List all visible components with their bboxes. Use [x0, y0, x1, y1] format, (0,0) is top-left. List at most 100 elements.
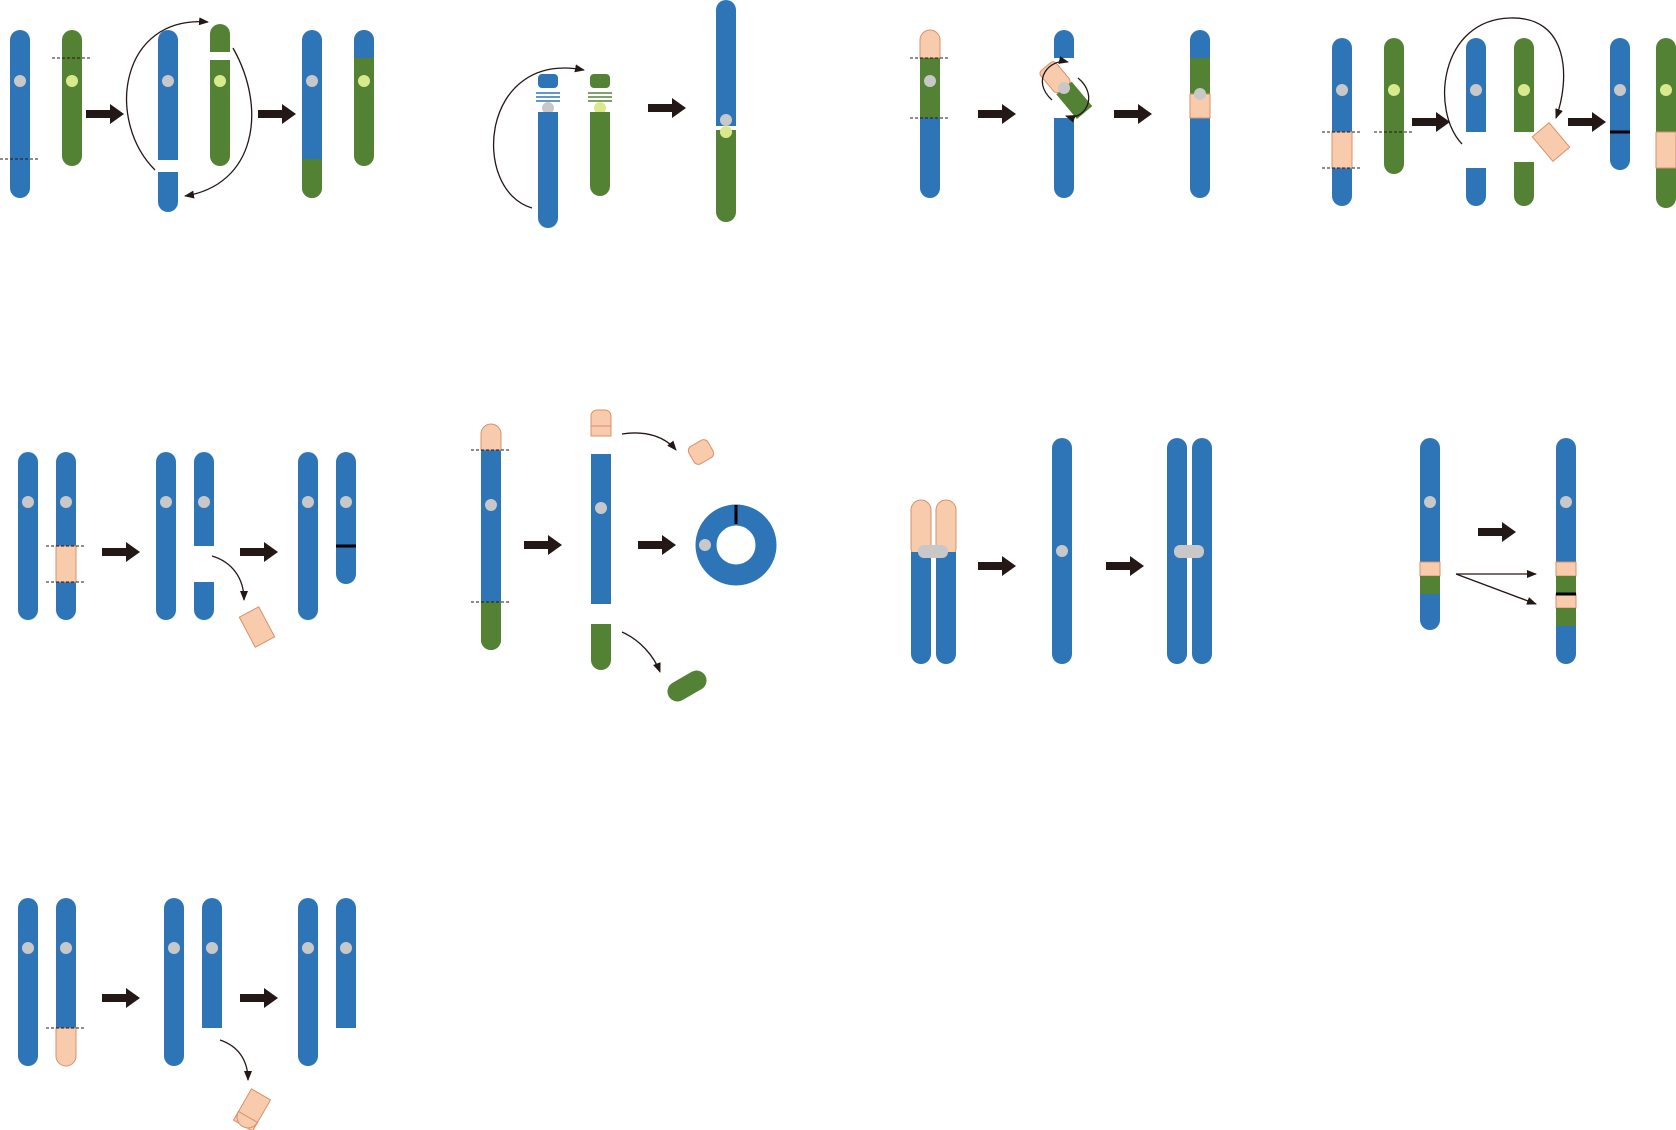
centromere [595, 502, 607, 514]
chromosome-blue [1420, 438, 1440, 630]
centromere [66, 75, 78, 87]
centromere [1174, 545, 1204, 558]
process-arrow [86, 104, 124, 124]
chromosome-blue [56, 898, 76, 1066]
process-arrow [978, 104, 1016, 124]
chromosome-blue [1610, 38, 1630, 170]
chromosome-blue [1054, 118, 1074, 198]
lost-fragment-green [667, 670, 707, 702]
centromere [214, 75, 226, 87]
centromere [720, 114, 732, 126]
fragment-peach [1531, 121, 1571, 163]
chromosome-blue [302, 30, 322, 198]
loss-arrow [621, 631, 661, 673]
chromosome-blue [202, 898, 222, 1028]
rotation-arrow [1065, 77, 1090, 123]
chromosome-blue [298, 452, 318, 620]
chromosome-green [210, 60, 230, 166]
chromatid-blue [911, 552, 931, 664]
panel-insertional-translocation [1322, 17, 1676, 208]
segment-peach [1555, 561, 1577, 577]
chromosome-green [354, 30, 374, 166]
deletion-arrow [211, 555, 248, 601]
chromosome-blue [298, 898, 318, 1066]
lost-fragment-peach [687, 439, 715, 465]
process-arrow [1106, 556, 1144, 576]
centromere [306, 75, 318, 87]
chromosome-blue [194, 582, 214, 594]
centromere [14, 75, 26, 87]
process-arrow [648, 98, 686, 118]
inserted-segment-peach [1655, 131, 1676, 169]
segment-peach [1331, 131, 1353, 169]
segment-green [1556, 576, 1576, 594]
process-arrow [524, 535, 562, 555]
chromatid-blue [936, 552, 956, 664]
centromere [162, 75, 174, 87]
chromosome-blue [591, 454, 611, 604]
panel-reciprocal-translocation [0, 17, 374, 212]
process-arrow [1478, 522, 1516, 542]
segment-peach [919, 29, 941, 59]
segment-green [920, 58, 940, 118]
chromosome-blue [156, 452, 176, 620]
process-arrow [1412, 112, 1450, 132]
chromosome-green [210, 60, 230, 72]
process-arrow [978, 556, 1016, 576]
chromosome-blue [202, 1016, 222, 1028]
process-arrow [102, 988, 140, 1008]
panel-ring-chromosome [471, 409, 777, 702]
short-arm-green [590, 74, 610, 88]
deleted-fragment-peach [238, 606, 276, 648]
chromosome-green [590, 112, 610, 196]
chromosome-blue [158, 150, 178, 160]
loss-arrow [621, 432, 677, 451]
segment-peach [55, 545, 77, 583]
process-arrow [1114, 104, 1152, 124]
centromere [302, 942, 314, 954]
centromere [594, 102, 606, 114]
centromere [1518, 84, 1530, 96]
duplicated-segment-peach [1555, 593, 1577, 609]
duplicated-segment-green [1556, 608, 1576, 626]
chromosome-blue [538, 112, 558, 228]
panel-isochromosome [910, 438, 1212, 664]
centromere [160, 496, 172, 508]
fragment-peach [590, 425, 612, 437]
centromere [1056, 545, 1068, 557]
centromere [699, 539, 711, 551]
chromosome-blue [1054, 118, 1074, 130]
chromosome-blue [158, 30, 178, 160]
centromere [1194, 88, 1206, 100]
translocated-segment-blue [354, 30, 374, 58]
segment-peach [1419, 561, 1441, 577]
chromosome-green [1384, 38, 1404, 174]
chromosome-blue [1466, 168, 1486, 180]
centromere [1336, 84, 1348, 96]
chromosome-green [590, 112, 610, 124]
centromere [302, 496, 314, 508]
centromere [206, 942, 218, 954]
process-arrow [638, 535, 676, 555]
centromere [1660, 84, 1672, 96]
centromere [22, 942, 34, 954]
chromosome-blue [1054, 46, 1074, 58]
chromosome-blue [336, 898, 356, 1028]
process-arrow [240, 542, 278, 562]
centromere [340, 496, 352, 508]
centromere [1388, 84, 1400, 96]
fusion-arrow [492, 64, 585, 209]
chromosome-blue [10, 30, 30, 198]
centromere [1560, 496, 1572, 508]
chromosome-green [1656, 38, 1676, 208]
chromosome-blue [538, 112, 558, 124]
segment-peach [55, 1027, 77, 1067]
chromosome-blue [1556, 438, 1576, 664]
centromere [485, 499, 497, 511]
chromosome-blue [18, 898, 38, 1066]
centromere [168, 942, 180, 954]
process-arrow [240, 988, 278, 1008]
centromere [1058, 82, 1070, 94]
